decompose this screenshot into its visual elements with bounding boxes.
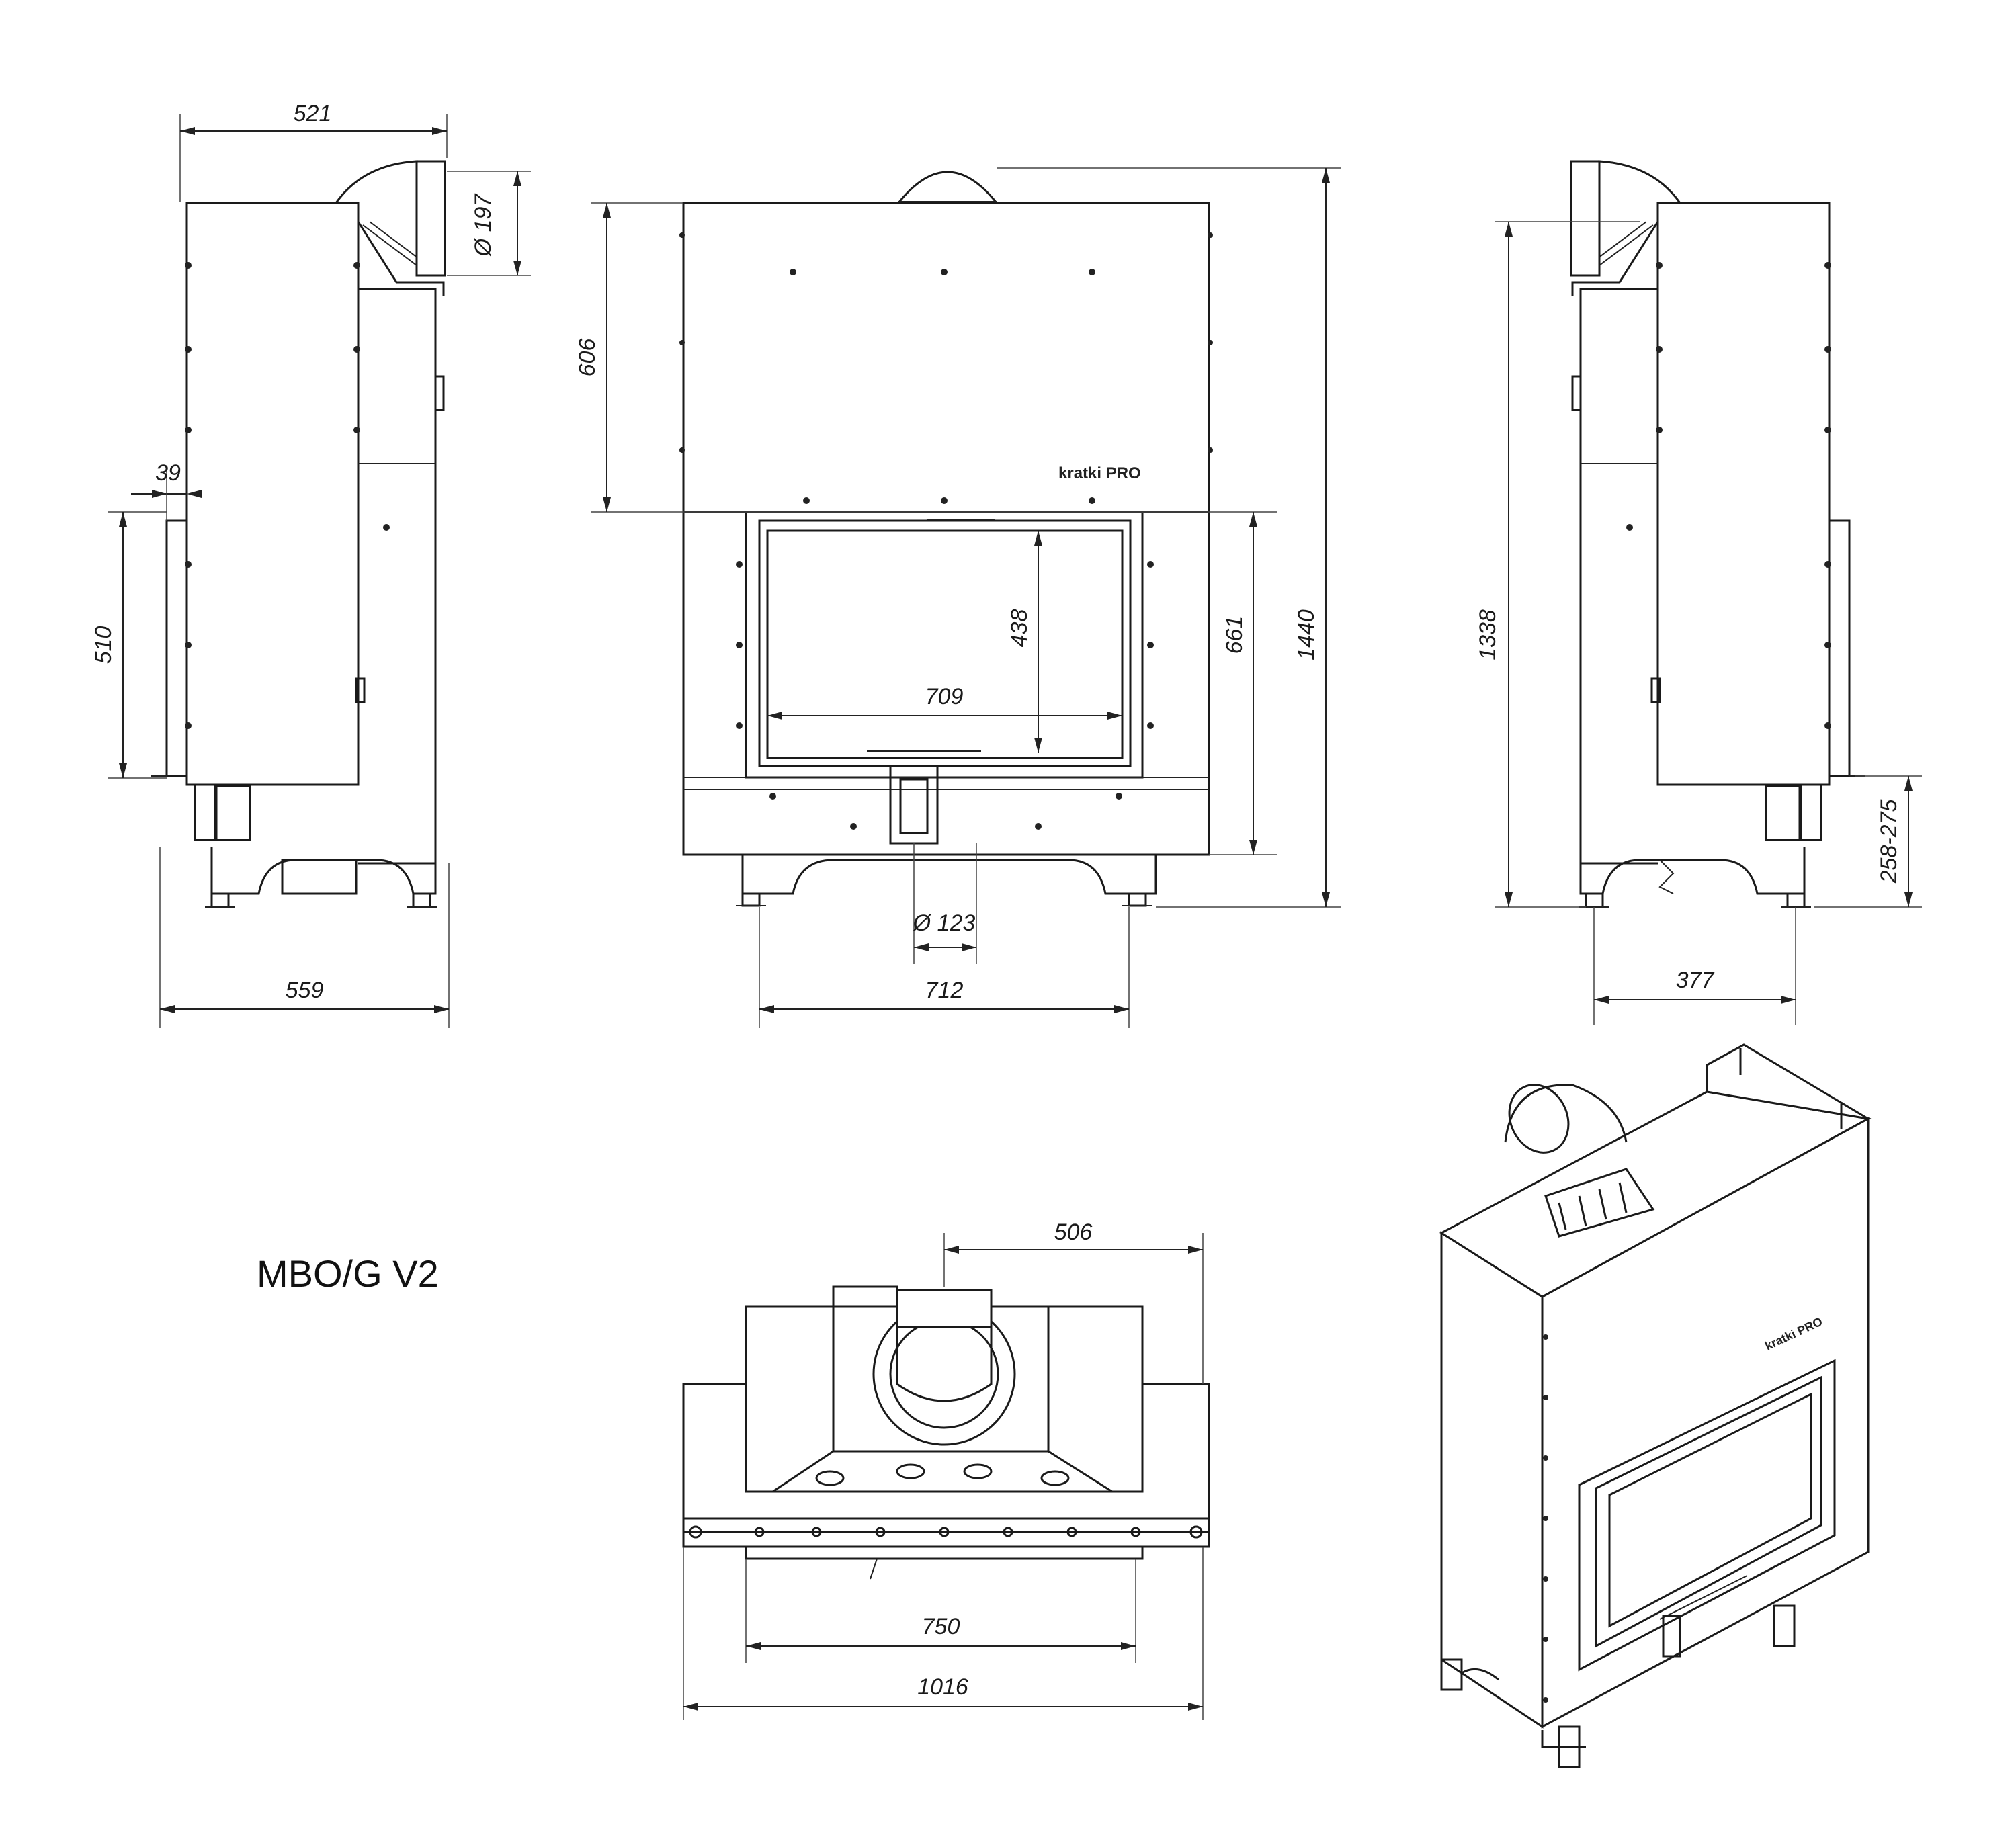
dim-side-left-door-height: 510 [91, 626, 116, 664]
dim-front-upper-height: 606 [575, 339, 600, 377]
isometric-view: kratki PRO [1439, 1043, 1872, 1768]
dim-top-flue-offset: 506 [1054, 1219, 1093, 1245]
dim-side-right-height: 1338 [1475, 609, 1501, 660]
brand-label: kratki PRO [1058, 464, 1141, 482]
dim-front-air-inlet: Ø 123 [913, 910, 976, 936]
side-view-right: 1338 377 258-275 [1475, 160, 1922, 1025]
top-view: 506 750 1016 [682, 1219, 1210, 1720]
model-title: MBO/G V2 [257, 1252, 439, 1295]
dim-front-total-height: 1440 [1294, 609, 1319, 660]
dim-top-total-width: 1016 [917, 1674, 968, 1700]
dim-side-left-base-depth: 559 [286, 978, 324, 1003]
dim-front-glass-width: 709 [925, 684, 964, 710]
side-view-left: 521 Ø 197 39 510 559 [91, 101, 531, 1028]
dim-front-feet-spacing: 712 [925, 978, 964, 1003]
brand-logo: kratki PRO [1058, 464, 1141, 482]
dim-front-door-height: 661 [1222, 616, 1247, 654]
dim-side-left-flue-diameter: Ø 197 [470, 194, 496, 257]
dim-side-right-leg-range: 258-275 [1876, 800, 1902, 884]
dim-side-left-top-depth: 521 [294, 101, 332, 126]
dim-side-left-offset: 39 [155, 460, 181, 486]
dim-side-right-feet-spacing: 377 [1676, 968, 1715, 993]
dim-front-glass-height: 438 [1007, 609, 1032, 648]
dim-top-inner-width: 750 [922, 1614, 960, 1639]
front-view: kratki PRO 606 438 709 661 1440 Ø 12 [575, 167, 1341, 1028]
